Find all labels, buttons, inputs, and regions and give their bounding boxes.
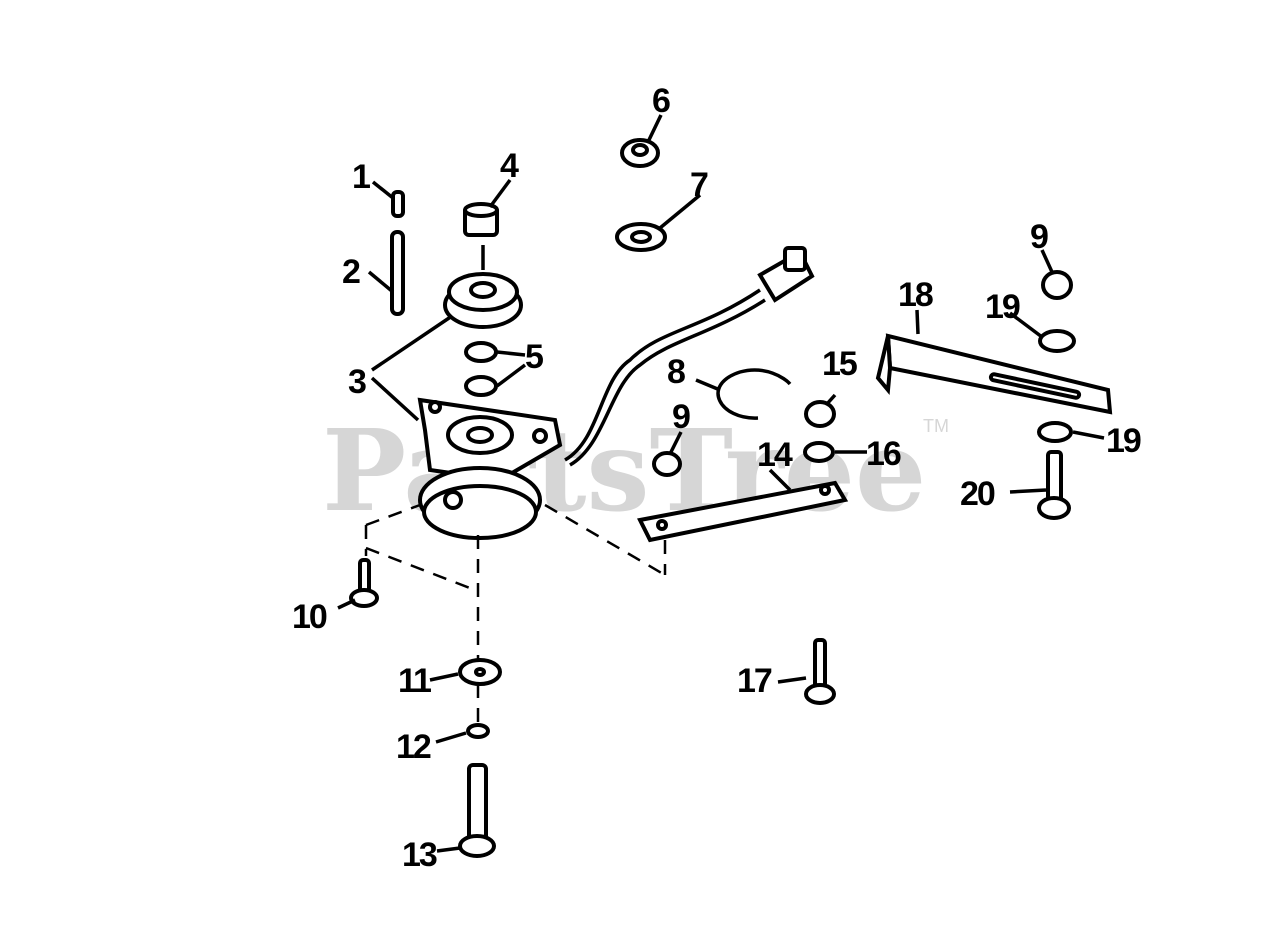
part-13-bolt[interactable] bbox=[458, 763, 496, 858]
callout-19-lower: 19 bbox=[1106, 422, 1141, 460]
part-11-washer[interactable] bbox=[458, 658, 502, 686]
watermark-text: PartsTree bbox=[322, 406, 926, 537]
watermark-trademark: TM bbox=[923, 416, 949, 436]
part-19-washer-upper[interactable] bbox=[1038, 329, 1076, 353]
callout-16: 16 bbox=[866, 435, 901, 473]
part-17-bolt[interactable] bbox=[804, 638, 836, 705]
callout-13: 13 bbox=[402, 836, 437, 874]
part-5-washers[interactable] bbox=[464, 341, 498, 397]
part-16-washer[interactable] bbox=[803, 441, 835, 463]
callout-3: 3 bbox=[348, 363, 366, 401]
callout-6: 6 bbox=[652, 82, 670, 120]
callout-18: 18 bbox=[898, 276, 933, 314]
callout-4: 4 bbox=[500, 147, 519, 185]
part-18-bracket[interactable] bbox=[875, 333, 1113, 415]
callout-8: 8 bbox=[667, 353, 685, 391]
part-9-nut-center[interactable] bbox=[652, 451, 682, 477]
assembly-dashed-lines bbox=[364, 503, 667, 722]
callout-5: 5 bbox=[525, 338, 543, 376]
callout-19-upper: 19 bbox=[985, 288, 1020, 326]
clutch-wire-harness[interactable] bbox=[564, 246, 815, 467]
part-14-bracket[interactable] bbox=[637, 480, 849, 543]
callout-9-right: 9 bbox=[1030, 218, 1048, 256]
part-3-pulley[interactable] bbox=[443, 245, 523, 329]
part-1-pin[interactable] bbox=[391, 190, 405, 218]
callout-12: 12 bbox=[396, 728, 431, 766]
part-10-bolt[interactable] bbox=[349, 558, 379, 608]
part-4-bushing[interactable] bbox=[463, 202, 499, 237]
callout-9-center: 9 bbox=[672, 398, 690, 436]
callout-1: 1 bbox=[352, 158, 370, 196]
part-15-nut[interactable] bbox=[804, 400, 836, 428]
leader-lines bbox=[337, 114, 1105, 853]
part-19-washer-lower[interactable] bbox=[1037, 421, 1073, 443]
part-12-lockwasher[interactable] bbox=[466, 723, 490, 739]
callout-2: 2 bbox=[342, 253, 360, 291]
part-6-nut[interactable] bbox=[620, 138, 660, 168]
callout-11: 11 bbox=[398, 662, 431, 700]
callout-17: 17 bbox=[737, 662, 772, 700]
part-8-wire-clip[interactable] bbox=[716, 368, 792, 420]
electric-clutch-assembly[interactable] bbox=[417, 397, 563, 540]
part-7-lockwasher[interactable] bbox=[615, 222, 667, 252]
part-9-nut-right[interactable] bbox=[1041, 270, 1073, 300]
callout-20: 20 bbox=[960, 475, 995, 513]
callout-7: 7 bbox=[690, 166, 708, 204]
callout-10: 10 bbox=[292, 598, 327, 636]
callout-14: 14 bbox=[757, 436, 793, 474]
part-2-shaft[interactable] bbox=[390, 230, 405, 316]
callout-15: 15 bbox=[822, 345, 857, 383]
part-20-bolt[interactable] bbox=[1037, 450, 1071, 520]
